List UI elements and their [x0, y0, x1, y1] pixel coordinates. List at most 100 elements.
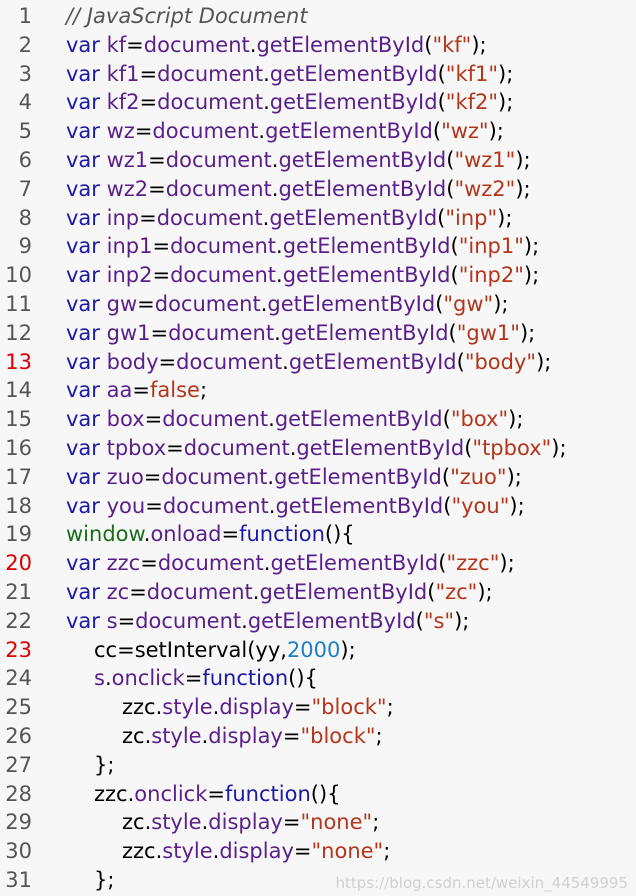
code-token: zzc.: [94, 781, 135, 806]
code-text: var zzc=document.getElementById("zzc");: [66, 549, 515, 578]
code-token: (: [450, 263, 459, 288]
code-token: function: [239, 522, 325, 547]
line-number: 22: [5, 608, 32, 633]
code-token: var: [66, 407, 107, 432]
code-token: .: [263, 61, 270, 86]
code-token: );: [523, 234, 540, 259]
code-token: display: [219, 695, 294, 720]
code-token: ;: [199, 378, 208, 403]
code-token: =: [221, 522, 240, 547]
code-token: "none": [300, 810, 373, 835]
code-token: "inp2": [458, 263, 524, 288]
code-token: getElementById: [282, 234, 451, 259]
code-token: =: [145, 493, 163, 518]
code-token: (){: [288, 666, 318, 691]
code-token: "inp": [445, 205, 498, 230]
code-token: zc.: [122, 810, 152, 835]
code-token: (: [464, 435, 473, 460]
code-token: style: [162, 695, 213, 720]
code-token: );: [508, 407, 524, 432]
code-line[interactable]: 27};: [0, 751, 636, 780]
code-token: document: [161, 464, 268, 489]
watermark: https://blog.csdn.net/weixin_44549995: [335, 874, 628, 892]
code-token: "body": [464, 349, 537, 374]
code-token: wz: [106, 119, 135, 144]
code-line[interactable]: 1// JavaScript Document: [0, 2, 636, 31]
code-token: gw1: [106, 320, 151, 345]
code-token: .: [271, 147, 279, 172]
line-number: 11: [5, 291, 32, 316]
code-token: =: [139, 90, 158, 115]
code-token: s: [94, 666, 105, 691]
code-text: var zc=document.getElementById("zc");: [66, 578, 493, 607]
code-token: .: [258, 119, 266, 144]
code-token: =: [293, 839, 312, 864]
line-number: 2: [18, 32, 32, 57]
code-token: .: [212, 839, 220, 864]
line-number: 23: [5, 637, 32, 662]
code-text: var inp=document.getElementById("inp");: [66, 204, 512, 233]
code-token: getElementById: [247, 608, 416, 633]
line-number: 13: [5, 349, 32, 374]
code-text: var box=document.getElementById("box");: [66, 405, 523, 434]
code-token: );: [509, 493, 525, 518]
code-token: .: [249, 32, 257, 57]
code-text: var wz2=document.getElementById("wz2");: [66, 175, 531, 204]
line-number: 24: [5, 666, 32, 691]
code-token: =: [293, 695, 312, 720]
line-number: 9: [18, 234, 32, 259]
code-line[interactable]: 8 var inp=document.getElementById("inp");: [0, 204, 636, 233]
code-token: .: [263, 90, 270, 115]
code-token: getElementById: [269, 90, 438, 115]
code-token: style: [151, 723, 202, 748]
code-token: );: [498, 61, 514, 86]
code-token: =: [152, 263, 171, 288]
code-token: (: [448, 320, 457, 345]
code-line[interactable]: 31};: [0, 866, 636, 895]
code-token: "gw1": [456, 320, 520, 345]
code-text: zc.style.display="block";: [122, 722, 383, 751]
code-token: s: [106, 608, 118, 633]
code-token: wz1: [106, 147, 149, 172]
code-token: =: [140, 551, 158, 576]
code-token: .: [289, 435, 297, 460]
code-token: document: [146, 579, 253, 604]
code-token: (: [450, 234, 459, 259]
code-token: inp2: [106, 263, 153, 288]
code-token: wz2: [106, 176, 149, 201]
code-token: getElementById: [288, 349, 457, 374]
code-token: var: [66, 32, 107, 57]
code-token: kf: [106, 32, 127, 57]
line-number: 8: [18, 205, 32, 230]
code-token: zuo: [106, 464, 144, 489]
